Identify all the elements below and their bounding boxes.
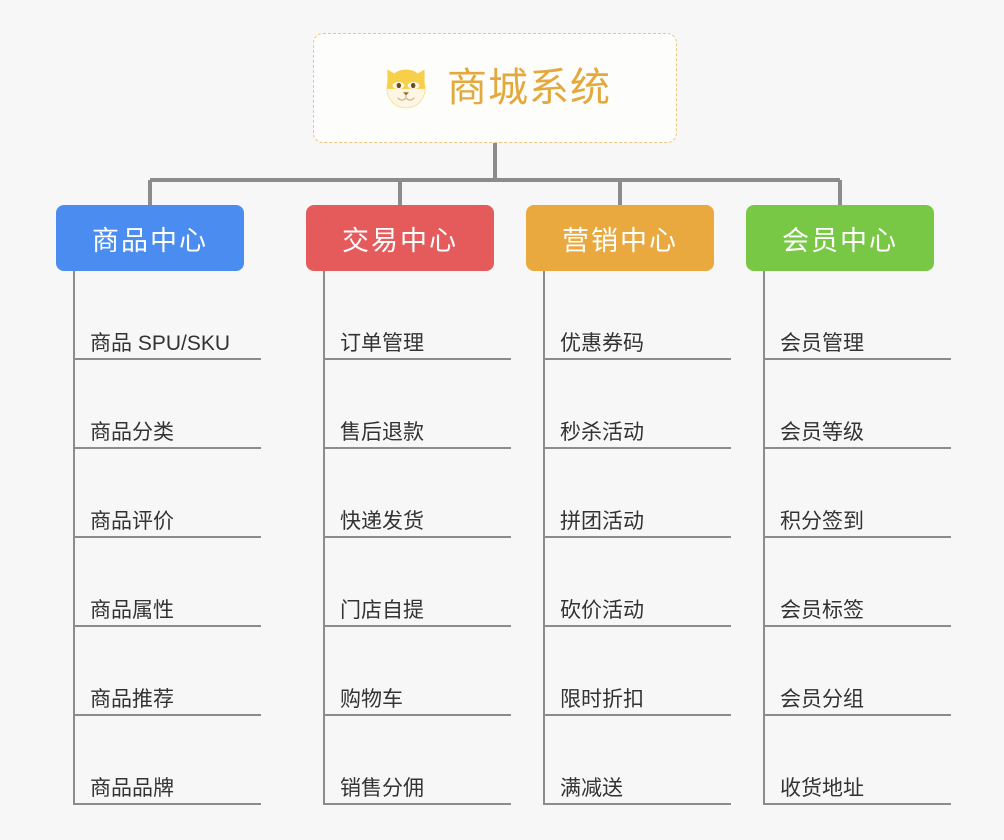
leaf-underline <box>73 447 261 449</box>
leaf-item[interactable]: 会员等级 <box>746 360 951 449</box>
leaf-item-label: 会员标签 <box>780 599 864 622</box>
leaf-item[interactable]: 商品属性 <box>56 538 261 627</box>
leaf-underline <box>323 625 511 627</box>
branch-header-product-center[interactable]: 商品中心 <box>56 205 244 271</box>
branch-items-product-center: 商品 SPU/SKU 商品分类商品评价商品属性商品推荐商品品牌 <box>56 271 261 805</box>
branch-items-trade-center: 订单管理售后退款快递发货门店自提购物车销售分佣 <box>306 271 511 805</box>
leaf-item-label: 商品品牌 <box>90 777 174 800</box>
leaf-underline <box>763 447 951 449</box>
leaf-underline <box>543 536 731 538</box>
branch-trunk-trade-center <box>323 271 325 805</box>
leaf-item-label: 限时折扣 <box>560 688 644 711</box>
leaf-item-label: 商品 SPU/SKU <box>90 332 231 355</box>
leaf-underline <box>543 358 731 360</box>
leaf-item-label: 砍价活动 <box>560 599 644 622</box>
leaf-item[interactable]: 订单管理 <box>306 271 511 360</box>
leaf-underline <box>323 447 511 449</box>
leaf-underline <box>763 803 951 805</box>
leaf-item-label: 商品分类 <box>90 421 174 444</box>
leaf-item[interactable]: 商品 SPU/SKU <box>56 271 261 360</box>
branch-trunk-member-center <box>763 271 765 805</box>
leaf-item-label: 会员管理 <box>780 332 864 355</box>
leaf-underline <box>323 714 511 716</box>
leaf-item-label: 商品属性 <box>90 599 174 622</box>
leaf-underline <box>323 536 511 538</box>
leaf-item-label: 收货地址 <box>780 777 864 800</box>
leaf-item[interactable]: 商品推荐 <box>56 627 261 716</box>
branch-trade-center: 交易中心订单管理售后退款快递发货门店自提购物车销售分佣 <box>306 205 511 805</box>
leaf-underline <box>73 536 261 538</box>
leaf-item-label: 优惠券码 <box>560 332 644 355</box>
branch-items-marketing-center: 优惠券码秒杀活动拼团活动砍价活动限时折扣满减送 <box>526 271 731 805</box>
branch-member-center: 会员中心会员管理会员等级积分签到会员标签会员分组收货地址 <box>746 205 951 805</box>
leaf-item-label: 会员分组 <box>780 688 864 711</box>
leaf-item[interactable]: 购物车 <box>306 627 511 716</box>
leaf-item[interactable]: 商品评价 <box>56 449 261 538</box>
leaf-item[interactable]: 商品品牌 <box>56 716 261 805</box>
leaf-item-label: 秒杀活动 <box>560 421 644 444</box>
leaf-item[interactable]: 优惠券码 <box>526 271 731 360</box>
leaf-item-label: 门店自提 <box>340 599 424 622</box>
leaf-underline <box>73 803 261 805</box>
leaf-item-label: 商品评价 <box>90 510 174 533</box>
leaf-item[interactable]: 砍价活动 <box>526 538 731 627</box>
branch-product-center: 商品中心商品 SPU/SKU 商品分类商品评价商品属性商品推荐商品品牌 <box>56 205 261 805</box>
branch-marketing-center: 营销中心优惠券码秒杀活动拼团活动砍价活动限时折扣满减送 <box>526 205 731 805</box>
leaf-item-label: 售后退款 <box>340 421 424 444</box>
leaf-underline <box>73 714 261 716</box>
leaf-item-label: 销售分佣 <box>340 777 424 800</box>
branch-trunk-product-center <box>73 271 75 805</box>
leaf-item[interactable]: 门店自提 <box>306 538 511 627</box>
root-node[interactable]: 商城系统 <box>313 33 677 143</box>
leaf-underline <box>763 714 951 716</box>
leaf-underline <box>763 625 951 627</box>
leaf-underline <box>543 714 731 716</box>
leaf-item[interactable]: 销售分佣 <box>306 716 511 805</box>
branch-items-member-center: 会员管理会员等级积分签到会员标签会员分组收货地址 <box>746 271 951 805</box>
branch-header-trade-center[interactable]: 交易中心 <box>306 205 494 271</box>
leaf-underline <box>543 803 731 805</box>
leaf-item[interactable]: 积分签到 <box>746 449 951 538</box>
leaf-underline <box>543 447 731 449</box>
leaf-item-label: 拼团活动 <box>560 510 644 533</box>
leaf-item[interactable]: 秒杀活动 <box>526 360 731 449</box>
leaf-item[interactable]: 限时折扣 <box>526 627 731 716</box>
branch-header-member-center[interactable]: 会员中心 <box>746 205 934 271</box>
leaf-underline <box>73 625 261 627</box>
leaf-item-label: 积分签到 <box>780 510 864 533</box>
dog-face-icon <box>379 61 433 115</box>
leaf-underline <box>323 358 511 360</box>
leaf-item[interactable]: 会员分组 <box>746 627 951 716</box>
root-title: 商城系统 <box>447 66 611 110</box>
leaf-item-label: 会员等级 <box>780 421 864 444</box>
leaf-item[interactable]: 拼团活动 <box>526 449 731 538</box>
leaf-item-label: 商品推荐 <box>90 688 174 711</box>
leaf-item[interactable]: 会员管理 <box>746 271 951 360</box>
leaf-item-label: 快递发货 <box>340 510 424 533</box>
leaf-underline <box>543 625 731 627</box>
leaf-underline <box>323 803 511 805</box>
leaf-item-label: 满减送 <box>560 777 623 800</box>
leaf-item[interactable]: 满减送 <box>526 716 731 805</box>
leaf-item[interactable]: 会员标签 <box>746 538 951 627</box>
leaf-item[interactable]: 快递发货 <box>306 449 511 538</box>
leaf-underline <box>763 536 951 538</box>
leaf-item-label: 订单管理 <box>340 332 424 355</box>
leaf-underline <box>763 358 951 360</box>
leaf-item-label: 购物车 <box>340 688 403 711</box>
branch-trunk-marketing-center <box>543 271 545 805</box>
leaf-item[interactable]: 收货地址 <box>746 716 951 805</box>
branch-header-marketing-center[interactable]: 营销中心 <box>526 205 714 271</box>
leaf-underline <box>73 358 261 360</box>
leaf-item[interactable]: 商品分类 <box>56 360 261 449</box>
leaf-item[interactable]: 售后退款 <box>306 360 511 449</box>
